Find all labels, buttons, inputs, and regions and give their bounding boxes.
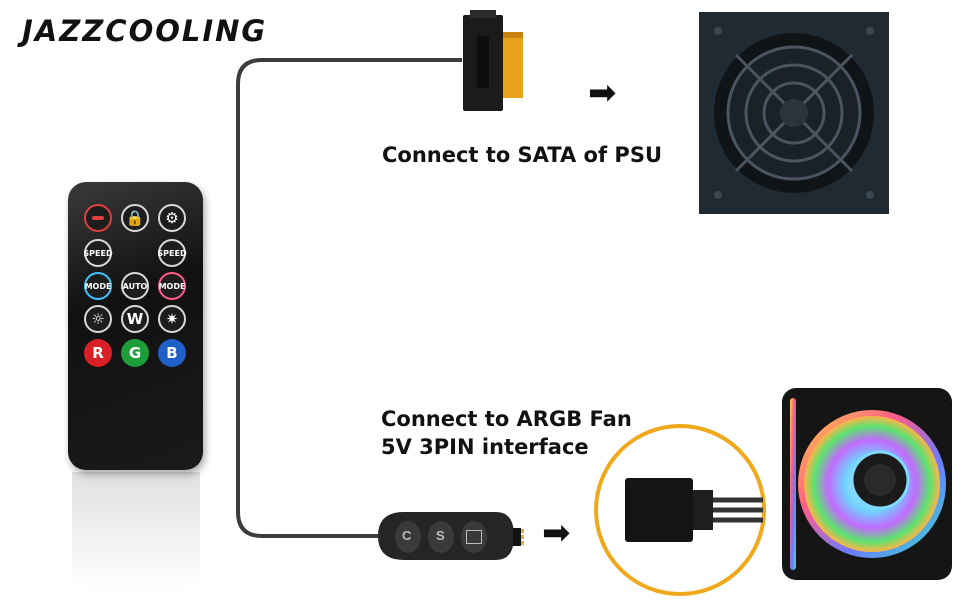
green-button[interactable]: G xyxy=(121,339,149,367)
fan-caption-line1: Connect to ARGB Fan xyxy=(381,407,632,431)
controller-mode-button[interactable] xyxy=(466,530,482,544)
brightness-up-icon[interactable]: ✷ xyxy=(158,305,186,333)
argb-fan-image xyxy=(782,388,952,580)
white-button[interactable]: W xyxy=(121,305,149,333)
psu-caption: Connect to SATA of PSU xyxy=(382,143,663,167)
mode-prev-button[interactable]: MODE xyxy=(84,272,112,300)
psu-image xyxy=(699,12,889,214)
connector-zoom-circle xyxy=(594,424,766,596)
remote-control: 🔒 ⚙ SPEED SPEED MODE AUTO MODE ☼ W ✷ R G… xyxy=(68,182,203,470)
fan-caption-line2: 5V 3PIN interface xyxy=(381,435,589,459)
speed-up-button[interactable]: SPEED xyxy=(157,239,187,267)
mode-next-button[interactable]: MODE xyxy=(158,272,186,300)
controller-color-button[interactable]: C xyxy=(402,528,412,543)
brightness-down-icon[interactable]: ☼ xyxy=(84,305,112,333)
controller-hub xyxy=(378,512,524,560)
controller-speed-button[interactable]: S xyxy=(436,528,445,543)
lock-icon[interactable]: 🔒 xyxy=(121,204,149,232)
brand-logo: JAZZCOOLING xyxy=(22,14,268,48)
gear-icon[interactable]: ⚙ xyxy=(158,204,186,232)
sata-connector xyxy=(463,10,523,111)
arrow-right-icon: ➡ xyxy=(542,514,571,552)
power-icon[interactable] xyxy=(84,204,112,232)
blue-button[interactable]: B xyxy=(158,339,186,367)
auto-button[interactable]: AUTO xyxy=(121,272,149,300)
arrow-right-icon: ➡ xyxy=(588,74,617,112)
speed-down-button[interactable]: SPEED xyxy=(83,239,113,267)
red-button[interactable]: R xyxy=(84,339,112,367)
remote-reflection xyxy=(72,472,200,592)
cable xyxy=(236,58,462,538)
